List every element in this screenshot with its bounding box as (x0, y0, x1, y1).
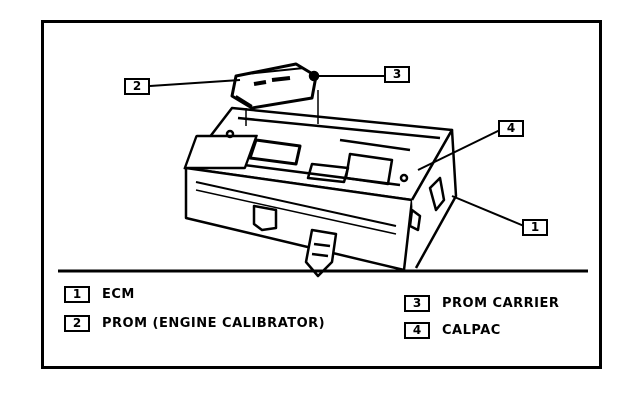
legend-item-prom: 2 PROM (ENGINE CALIBRATOR) (64, 315, 325, 332)
callout-4: 4 (498, 120, 524, 137)
legend-number: 3 (404, 295, 430, 312)
legend-number: 2 (64, 315, 90, 332)
legend-item-ecm: 1 ECM (64, 286, 135, 303)
connector-bottom (304, 228, 338, 278)
prom-module (230, 62, 318, 110)
callout-2: 2 (124, 78, 150, 95)
legend-label: PROM CARRIER (442, 296, 560, 311)
legend-label: PROM (ENGINE CALIBRATOR) (102, 316, 326, 331)
legend-number: 4 (404, 322, 430, 339)
legend-number: 1 (64, 286, 90, 303)
leader-line-2 (149, 79, 241, 87)
callout-3: 3 (384, 66, 410, 83)
callout-1: 1 (522, 219, 548, 236)
legend-item-prom-carrier: 3 PROM CARRIER (404, 295, 559, 312)
legend-label: ECM (102, 287, 135, 302)
leader-line-4 (417, 129, 501, 171)
legend-item-calpac: 4 CALPAC (404, 322, 501, 339)
connector-left (252, 204, 278, 232)
legend-label: CALPAC (442, 323, 501, 338)
leader-line-1 (451, 195, 525, 227)
